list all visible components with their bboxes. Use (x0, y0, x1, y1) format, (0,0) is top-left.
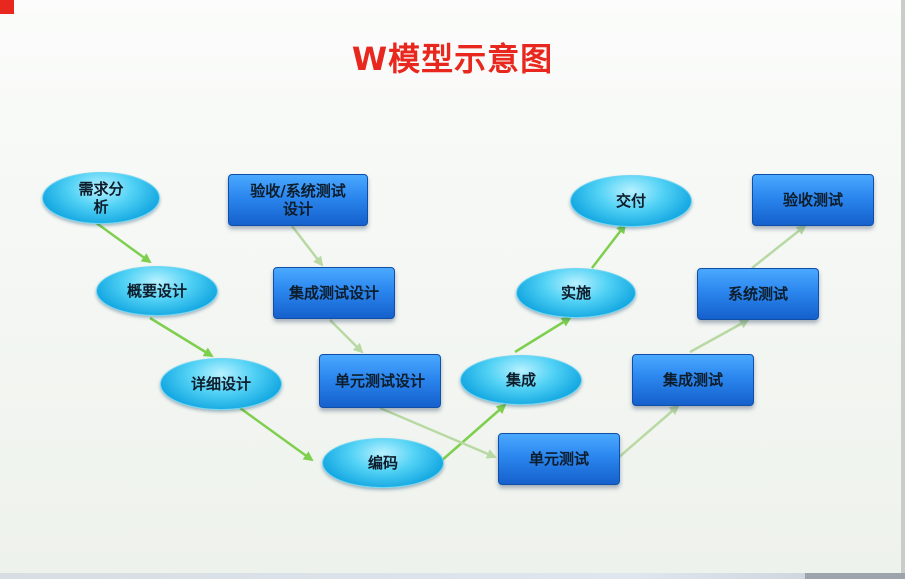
node-integration: 集成 (460, 355, 582, 405)
node-integration-test-design: 集成测试设计 (273, 267, 395, 319)
node-coding: 编码 (322, 438, 444, 488)
node-unit-test: 单元测试 (498, 433, 620, 485)
node-outline-design-label: 概要设计 (126, 282, 187, 300)
arrow-unit-test-to-integration-test (617, 404, 680, 459)
node-coding-label: 编码 (367, 454, 398, 472)
window-edge (901, 0, 905, 579)
node-delivery-label: 交付 (615, 192, 646, 210)
node-acceptance-test-label: 验收测试 (782, 191, 843, 209)
node-integration-test-design-label: 集成测试设计 (288, 284, 379, 302)
node-unit-test-label: 单元测试 (528, 450, 589, 468)
node-integration-test: 集成测试 (632, 354, 754, 406)
slide-corner-mark (0, 0, 14, 14)
node-unit-test-design: 单元测试设计 (319, 354, 441, 408)
node-system-test: 系统测试 (697, 268, 819, 320)
arrow-integration-design-to-unit-design (329, 319, 364, 354)
node-requirements-analysis-label: 需求分析 (78, 180, 124, 216)
node-integration-label: 集成 (505, 371, 536, 389)
node-implementation: 实施 (516, 268, 636, 318)
arrow-integration-to-implementation (514, 316, 572, 354)
node-integration-test-label: 集成测试 (662, 371, 723, 389)
bottom-bar (0, 573, 905, 579)
arrow-outline-to-detailed (149, 316, 214, 358)
arrow-system-test-to-acceptance-test (751, 224, 807, 269)
node-unit-test-design-label: 单元测试设计 (334, 372, 425, 390)
arrow-integration-test-to-system-test (689, 318, 750, 354)
node-detailed-design-label: 详细设计 (190, 375, 251, 393)
node-implementation-label: 实施 (560, 284, 591, 302)
arrow-requirements-to-outline (94, 220, 152, 264)
arrow-implementation-to-delivery (591, 223, 627, 269)
node-delivery: 交付 (570, 175, 692, 227)
diagram-title: W模型示意图 (351, 40, 554, 78)
arrow-unit-design-to-unit-test (379, 406, 497, 459)
node-requirements-analysis: 需求分析 (42, 172, 160, 224)
bottom-bar-tail (805, 573, 905, 579)
arrow-acceptance-design-to-integration-design (291, 225, 324, 267)
node-acceptance-system-test-design-label: 验收/系统测试设计 (250, 182, 346, 218)
node-acceptance-test: 验收测试 (752, 174, 874, 226)
node-system-test-label: 系统测试 (727, 285, 788, 303)
node-detailed-design: 详细设计 (160, 358, 282, 410)
arrow-coding-to-integration (439, 403, 507, 463)
node-outline-design: 概要设计 (96, 266, 218, 316)
node-acceptance-system-test-design: 验收/系统测试设计 (228, 174, 368, 226)
arrow-detailed-to-coding (239, 406, 314, 462)
